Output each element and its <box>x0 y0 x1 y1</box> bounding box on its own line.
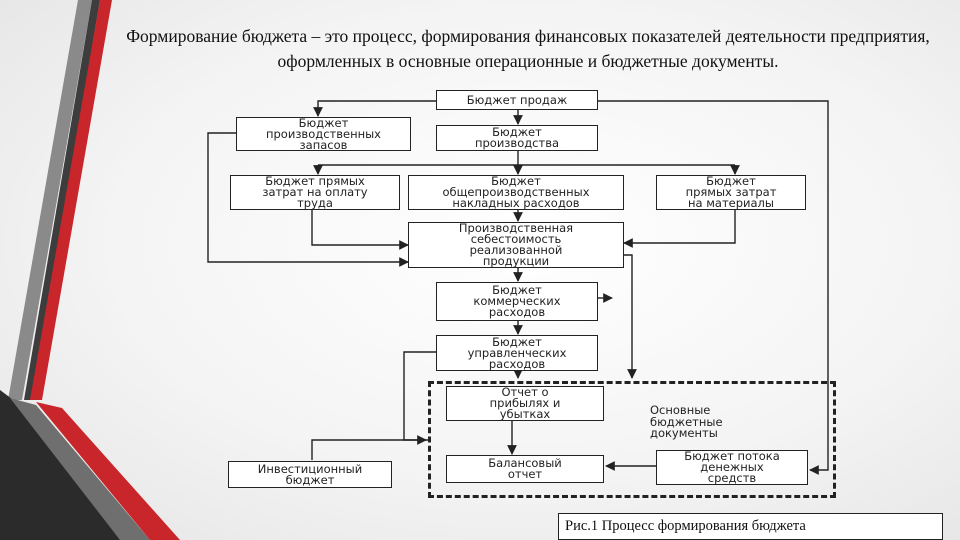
arrow-labor-cogs <box>311 210 409 250</box>
core-documents-group <box>428 381 836 498</box>
stripe-mid-gray <box>8 0 92 400</box>
box-cogs: Производственная себестоимость реализова… <box>408 222 624 268</box>
line-sales-right <box>598 100 829 475</box>
box-inventory-budget: Бюджет производственных запасов <box>236 117 411 151</box>
corner-gray <box>10 398 150 540</box>
box-investment-budget: Инвестиционный бюджет <box>228 461 392 488</box>
box-labor-budget: Бюджет прямых затрат на оплату труда <box>230 175 400 210</box>
stripe-dark-gray <box>24 0 100 400</box>
arrow-sales-inventory <box>313 100 436 117</box>
box-production-budget: Бюджет производства <box>436 125 598 151</box>
arrow-inventory-cogs <box>207 132 409 267</box>
corner-red <box>36 402 180 540</box>
figure-caption: Рис.1 Процесс формирования бюджета <box>558 513 943 540</box>
slide-title: Формирование бюджета – это процесс, форм… <box>126 26 930 71</box>
arrow-cogs-documents <box>624 254 637 379</box>
box-sales-budget: Бюджет продаж <box>436 90 598 110</box>
box-overhead-budget: Бюджет общепроизводственных накладных ра… <box>408 175 624 210</box>
box-admin-budget: Бюджет управленческих расходов <box>436 335 598 371</box>
box-selling-budget: Бюджет коммерческих расходов <box>436 282 598 321</box>
stripe-red <box>30 0 112 400</box>
box-balance-sheet: Балансовый отчет <box>446 455 604 483</box>
arrow-materials-cogs <box>623 210 736 248</box>
box-cashflow-budget: Бюджет потока денежных средств <box>656 450 808 485</box>
arrow-investment-documents <box>311 435 427 460</box>
core-documents-label: Основные бюджетные документы <box>650 403 723 440</box>
box-pnl-report: Отчет о прибылях и убытках <box>446 386 604 421</box>
box-materials-budget: Бюджет прямых затрат на материалы <box>656 175 806 210</box>
